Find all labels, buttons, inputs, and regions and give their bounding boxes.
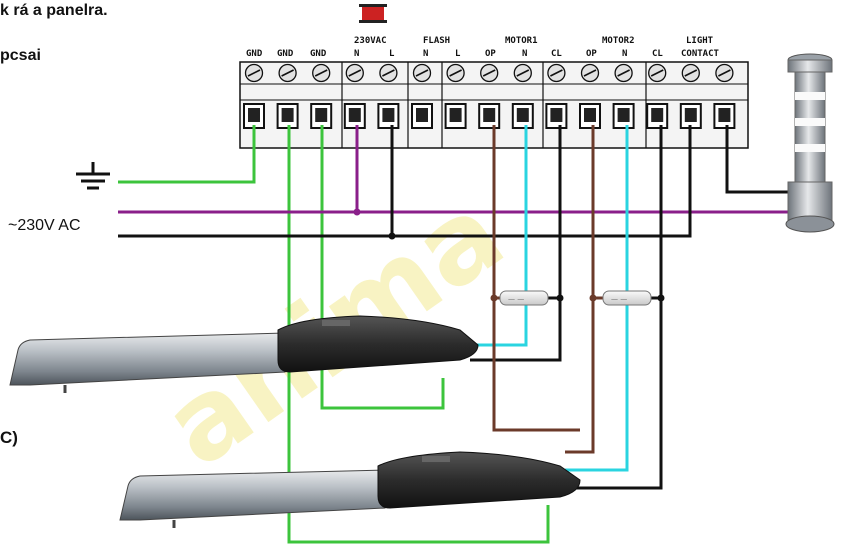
terminal-socket-hole [382,108,395,122]
label-230vac-n: N [354,49,359,59]
wire-earth [118,125,256,184]
terminal-socket-hole [684,108,697,122]
terminal-socket-hole [651,108,664,122]
indicator-icon [359,4,387,23]
label-light-contact: LIGHT [686,36,714,46]
wire-gnd-actuator-1 [287,125,550,544]
ground-symbol-icon [76,162,110,190]
capacitor-1: — — [499,290,549,306]
terminal-sockets [243,103,736,129]
terminal-socket-hole [584,108,596,122]
screw-slot [583,69,597,77]
part-label: C) [0,428,18,447]
label-motor1-n: N [522,49,527,59]
screw-slot [382,69,395,77]
garden-lamp [785,53,835,233]
terminal-socket-hole [516,108,529,122]
screw-slot [449,69,462,77]
capacitor-2: — — [602,290,652,306]
wire-m1-neutral [470,125,528,347]
instruction-line-1: k rá a panelra. [0,2,108,19]
wire-m2-close [565,125,663,490]
label-230vac: 230VAC [354,36,387,46]
label-motor2-cl: CL [652,49,663,59]
terminal-socket-hole [483,108,496,122]
wire-neutral [118,125,692,238]
terminal-labels: GND GND GND 230VAC N L FLASH N L MOTOR1 … [246,36,720,59]
screw-slot [348,69,362,77]
screw-slot [550,69,563,77]
linear-actuator-1 [9,315,479,393]
voltage-label: ~230V AC [8,217,81,234]
svg-text:— —: — — [611,295,627,303]
terminal-socket-hole [248,108,260,122]
label-gnd-1: GND [246,49,263,59]
label-motor1-op: OP [485,49,496,59]
wire-m2-neutral [565,125,629,472]
label-motor2-op: OP [586,49,597,59]
label-flash-l: L [455,49,461,59]
screw-slot [684,69,698,77]
screw-slot [718,69,731,77]
screw-slot [650,69,664,77]
terminal-screws [244,63,734,83]
label-gnd-3: GND [310,49,327,59]
junction-dots [353,208,665,302]
terminal-socket-hole [550,108,563,122]
label-motor2-n: N [622,49,627,59]
wire-m1-op-drop [492,298,595,454]
terminal-socket-hole [315,108,328,122]
screw-slot [516,69,530,77]
label-light-contact-2: CONTACT [681,49,720,59]
screw-slot [617,69,630,77]
terminal-socket-hole [281,108,294,122]
linear-actuator-2 [119,451,581,528]
wire-m1-close [470,125,562,362]
label-motor2: MOTOR2 [602,36,635,46]
screw-slot [314,69,328,77]
label-flash: FLASH [423,36,450,46]
terminal-socket-hole [348,108,361,122]
wire-gnd-loop-1 [320,125,445,410]
instruction-line-2: pcsai [0,47,41,64]
label-motor1: MOTOR1 [505,36,538,46]
wires [118,125,800,544]
screw-slot [247,69,261,77]
label-230vac-l: L [389,49,395,59]
terminal-socket-hole [416,108,428,122]
label-flash-n: N [423,49,428,59]
terminal-socket-hole [718,108,731,122]
wire-lamp-contact [725,125,790,194]
terminal-socket-hole [617,108,630,122]
screw-slot [281,69,294,77]
terminal-socket-hole [449,108,462,122]
screw-slot [482,69,496,77]
screw-slot [415,69,429,77]
label-gnd-2: GND [277,49,294,59]
label-motor1-cl: CL [551,49,562,59]
svg-text:— —: — — [508,295,524,303]
